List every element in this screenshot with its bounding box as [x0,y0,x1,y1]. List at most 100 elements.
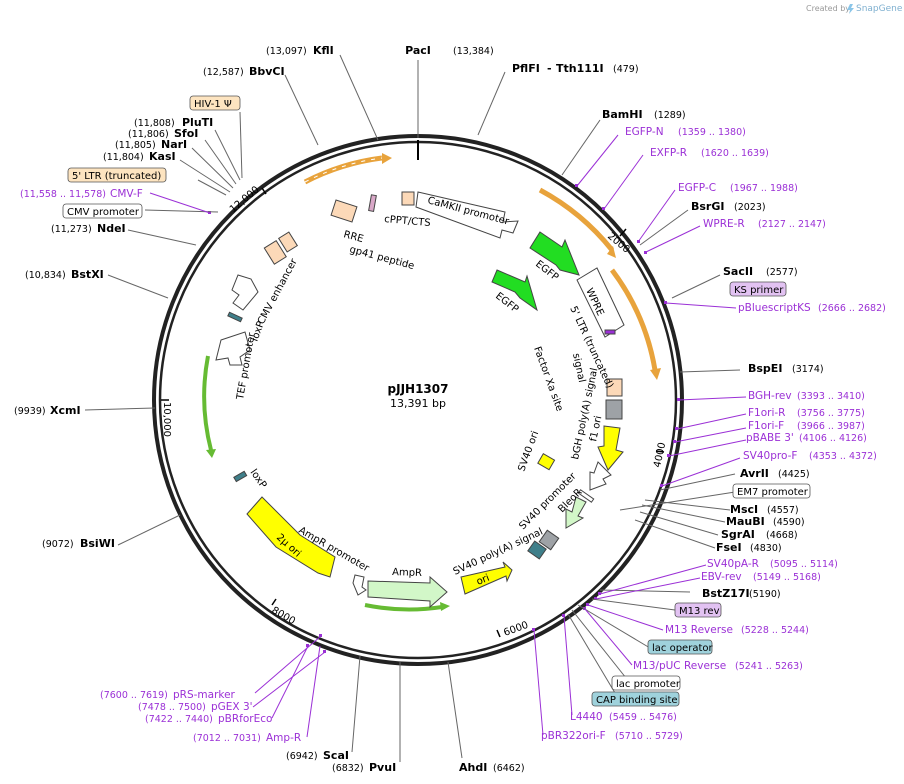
primer-cmv-f: CMV-F [110,188,143,200]
box-5ltr-truncated: 5' LTR (truncated) [72,171,161,182]
feature-factor-xa: Factor Xa site [531,345,565,413]
primer-prs-marker: pRS-marker [173,689,236,701]
primer-egfp-c: EGFP-C [678,182,716,194]
credit-brand: SnapGene [856,4,903,14]
box-lac-operator: lac operator [652,643,713,654]
enzyme-ahdi-pos: (6462) [493,763,525,774]
scale-ticks [161,187,665,638]
enzyme-bstz17i: BstZ17I [702,587,750,600]
feature-sv40-ori: SV40 ori [516,430,541,473]
feature-cppt: cPPT/CTS [384,214,431,229]
feature-shapes [215,191,625,609]
enzyme-ndei-pos: (11,273) [51,224,92,235]
box-lac-promoter: lac promoter [616,679,681,690]
feature-cmv-enhancer: CMV enhancer [256,256,300,326]
tick-10000: 10,000 [161,402,172,437]
enzyme-ndei: NdeI [97,222,126,235]
enzyme-kasi: KasI [149,150,176,163]
enzyme-fsei-pos: (4830) [750,543,782,554]
enzyme-bamhi-pos: (1289) [654,110,686,121]
primer-m13-puc-reverse: M13/pUC Reverse [633,660,726,672]
enzyme-bbvci: BbvCI [249,65,285,78]
tick-6000: 6000 [502,620,530,639]
enzyme-labels: PacI (13,384) KflI (13,097) PflFI - Tth1… [14,44,824,774]
plasmid-length: 13,391 bp [390,397,446,410]
primer-labels: EGFP-N (1359 .. 1380) EXFP-R (1620 .. 16… [20,126,886,744]
primer-f1ori-f: F1ori-F [748,420,784,432]
enzyme-bstz17i-pos: (5190) [749,589,781,600]
enzyme-msci: MscI [730,503,758,516]
tick-8000: 8000 [270,605,298,627]
enzyme-maubi: MauBI [726,515,765,528]
enzyme-nari: NarI [161,138,187,151]
enzyme-pluti: PluTI [182,116,213,129]
enzyme-kfli-pos: (13,097) [266,46,307,57]
enzyme-sfoi-pos: (11,806) [128,129,169,140]
credit-prefix: Created by [806,4,850,13]
curved-arrows [202,153,661,612]
feature-ori: ori [475,573,491,588]
enzyme-xcmi-pos: (9939) [14,406,46,417]
primer-cmv-f-pos: (11,558 .. 11,578) [20,189,106,200]
primer-pbluescriptks-pos: (2666 .. 2682) [818,303,886,314]
enzyme-bstxi: BstXI [71,268,104,281]
enzyme-avrii: AvrII [740,467,769,480]
primer-m13-reverse: M13 Reverse [665,624,733,636]
primer-pbr322ori-f-pos: (5710 .. 5729) [615,731,683,742]
primer-sv40pro-f-pos: (4353 .. 4372) [809,451,877,462]
enzyme-bspei: BspEI [748,362,782,375]
primer-ebv-rev-pos: (5149 .. 5168) [753,572,821,583]
primer-egfp-c-pos: (1967 .. 1988) [730,183,798,194]
box-m13-rev: M13 rev [679,606,720,617]
enzyme-bstxi-pos: (10,834) [25,270,66,281]
enzyme-sgrai: SgrAI [721,528,755,541]
primer-f1ori-f-pos: (3966 .. 3987) [797,421,865,432]
primer-pbabe3: pBABE 3' [746,432,794,444]
primer-leader-lines [149,134,747,738]
feature-egfp-2: EGFP [493,291,520,316]
primer-pgex3: pGEX 3' [211,701,253,713]
primer-pbr322ori-f: pBR322ori-F [541,730,606,742]
plasmid-name: pJJH1307 [388,382,449,396]
primer-pbrforeco: pBRforEco [218,713,272,725]
primer-pgex3-pos: (7478 .. 7500) [138,702,206,713]
enzyme-scai: ScaI [323,749,349,762]
enzyme-bsrgi: BsrGI [691,200,724,213]
box-cmv-promoter: CMV promoter [67,207,140,218]
snapgene-logo-icon [847,4,854,14]
primer-wpre-r-pos: (2127 .. 2147) [758,219,826,230]
primer-l4440: L4440 [570,711,603,723]
primer-l4440-pos: (5459 .. 5476) [609,712,677,723]
primer-amp-r: Amp-R [266,732,301,744]
box-hiv1-psi: HIV-1 Ψ [194,99,232,110]
box-ks-primer: KS primer [734,285,784,296]
enzyme-bsrgi-pos: (2023) [734,202,766,213]
enzyme-bamhi: BamHI [602,108,643,121]
enzyme-kfli: KflI [313,44,334,57]
tick-4000: 4000 [652,441,668,468]
box-em7-promoter: EM7 promoter [737,487,809,498]
enzyme-maubi-pos: (4590) [773,517,805,528]
enzyme-sgrai-pos: (4668) [766,530,798,541]
enzyme-bsiwi-pos: (9072) [42,539,74,550]
enzyme-paci: PacI [405,44,431,57]
enzyme-sacii: SacII [723,265,753,278]
primer-sv40pa-r: SV40pA-R [707,558,759,570]
enzyme-fsei: FseI [716,541,742,554]
enzyme-ahdi: AhdI [459,761,487,774]
enzyme-pflfi: PflFI [512,62,540,75]
primer-exfp-r: EXFP-R [650,147,687,159]
primer-egfp-n-pos: (1359 .. 1380) [678,127,746,138]
enzyme-sfoi: SfoI [174,127,198,140]
primer-ebv-rev: EBV-rev [701,571,742,583]
snapgene-credit: Created by SnapGene [806,4,903,14]
enzyme-msci-pos: (4557) [767,505,799,516]
boxed-labels: HIV-1 Ψ 5' LTR (truncated) CMV promoter … [62,95,811,707]
feature-rre: RRE [342,229,364,245]
enzyme-scai-pos: (6942) [286,751,318,762]
enzyme-bbvci-pos: (12,587) [203,67,244,78]
enzyme-nari-pos: (11,805) [115,140,156,151]
primer-pbabe3-pos: (4106 .. 4126) [799,433,867,444]
enzyme-kasi-pos: (11,804) [103,152,144,163]
